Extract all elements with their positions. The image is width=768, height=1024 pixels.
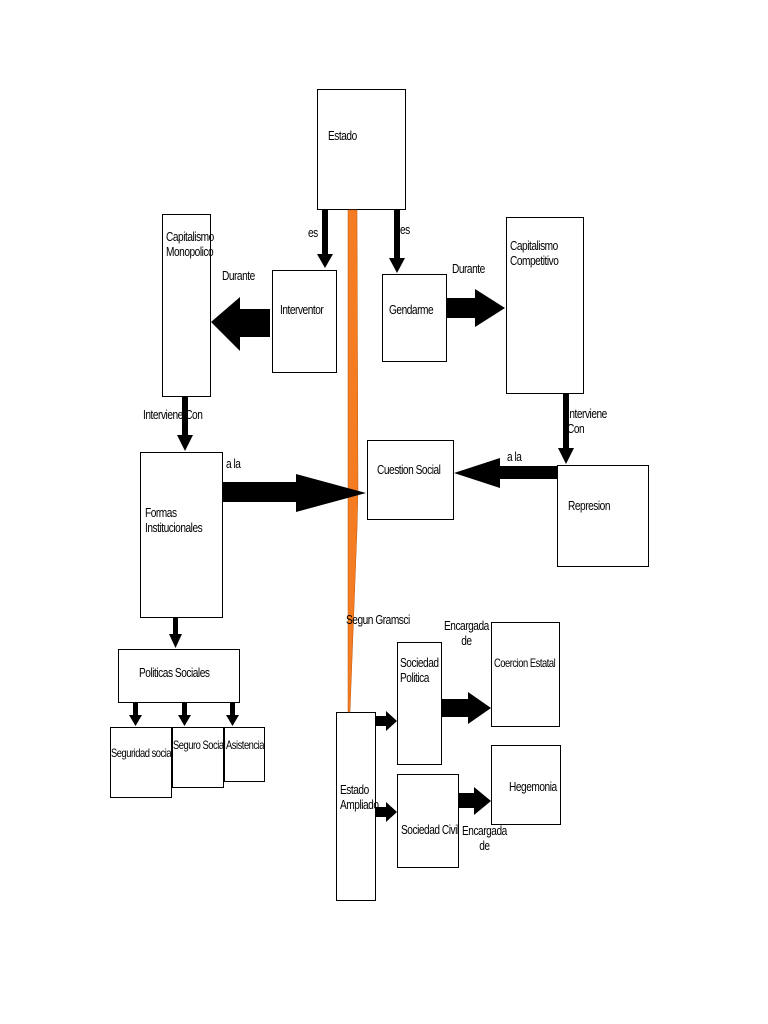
text-interventor: Interventor [280, 302, 324, 317]
text-sociedad-politica: Sociedad Politica [400, 655, 439, 685]
text-asistencia: Asistencia [226, 738, 264, 752]
arrow-represion-cuestion [454, 458, 557, 488]
node-asistencia [224, 727, 265, 782]
node-sociedad-civil [397, 774, 459, 868]
text-estado-ampliado: Estado Ampliado [340, 782, 379, 812]
node-estado [317, 89, 406, 210]
node-coercion-estatal [491, 622, 560, 727]
node-politicas-sociales [118, 649, 240, 703]
arrow-politicas-seguridad [129, 703, 142, 726]
node-gendarme [382, 274, 447, 362]
label-es-right: es [400, 222, 410, 237]
orange-connector [347, 209, 359, 713]
arrow-formas-politicas [169, 618, 182, 648]
text-estado: Estado [328, 128, 357, 143]
node-hegemonia [491, 745, 561, 825]
arrow-formas-cuestion [223, 474, 366, 512]
text-capitalismo-competitivo: Capitalismo Competitivo [510, 238, 559, 268]
label-a-la-right: a la [507, 449, 522, 464]
label-a-la-left: a la [226, 456, 241, 471]
text-coercion-estatal: Coercion Estatal [494, 656, 556, 670]
node-cuestion-social [367, 440, 454, 520]
text-hegemonia: Hegemonia [509, 779, 557, 794]
arrow-civil-hegemonia [459, 787, 491, 815]
arrow-ampliado-civil [376, 802, 397, 822]
node-seguro-social [172, 727, 224, 788]
node-capitalismo-monopolico [162, 214, 211, 397]
arrow-politicas-seguro [178, 703, 191, 726]
node-interventor [272, 270, 337, 373]
node-represion [557, 465, 649, 567]
text-sociedad-civil: Sociedad Civil [401, 822, 459, 837]
label-encargada-de-bottom: Encargada de [461, 823, 507, 853]
text-seguridad-social: Seguridad social [111, 746, 173, 760]
label-encargada-de-top: Encargada de [443, 618, 489, 648]
text-formas-institucionales: Formas Institucionales [145, 505, 203, 535]
node-capitalismo-competitivo [506, 217, 584, 394]
text-cuestion-social: Cuestion Social [377, 462, 441, 477]
arrow-estado-interventor [317, 210, 333, 268]
arrow-ampliado-politica [376, 711, 397, 731]
arrow-competitivo-represion [558, 394, 574, 464]
node-seguridad-social [110, 727, 172, 798]
arrow-politica-coercion [442, 692, 491, 724]
node-estado-ampliado [336, 712, 376, 901]
label-durante-left: Durante [222, 268, 255, 283]
arrow-politicas-asistencia [226, 703, 239, 726]
text-seguro-social: Seguro Social [173, 738, 226, 752]
text-represion: Represion [568, 498, 611, 513]
label-es-left: es [308, 225, 318, 240]
arrow-gendarme-competitivo [447, 289, 505, 327]
text-politicas-sociales: Politicas Sociales [139, 665, 210, 680]
label-segun-gramsci: Segun Gramsci [346, 612, 410, 627]
arrow-monopolico-formas [177, 397, 193, 451]
text-capitalismo-monopolico: Capitalismo Monopolico [166, 229, 214, 259]
label-durante-right: Durante [452, 261, 485, 276]
node-formas-institucionales [140, 452, 223, 618]
arrow-interventor-monopolico [211, 297, 270, 351]
arrow-estado-gendarme [389, 210, 405, 273]
label-interviene-con-left: Interviene Con [143, 407, 203, 422]
node-sociedad-politica [397, 642, 442, 765]
text-gendarme: Gendarme [389, 302, 434, 317]
label-interviene-con-right: Interviene Con [567, 406, 607, 436]
